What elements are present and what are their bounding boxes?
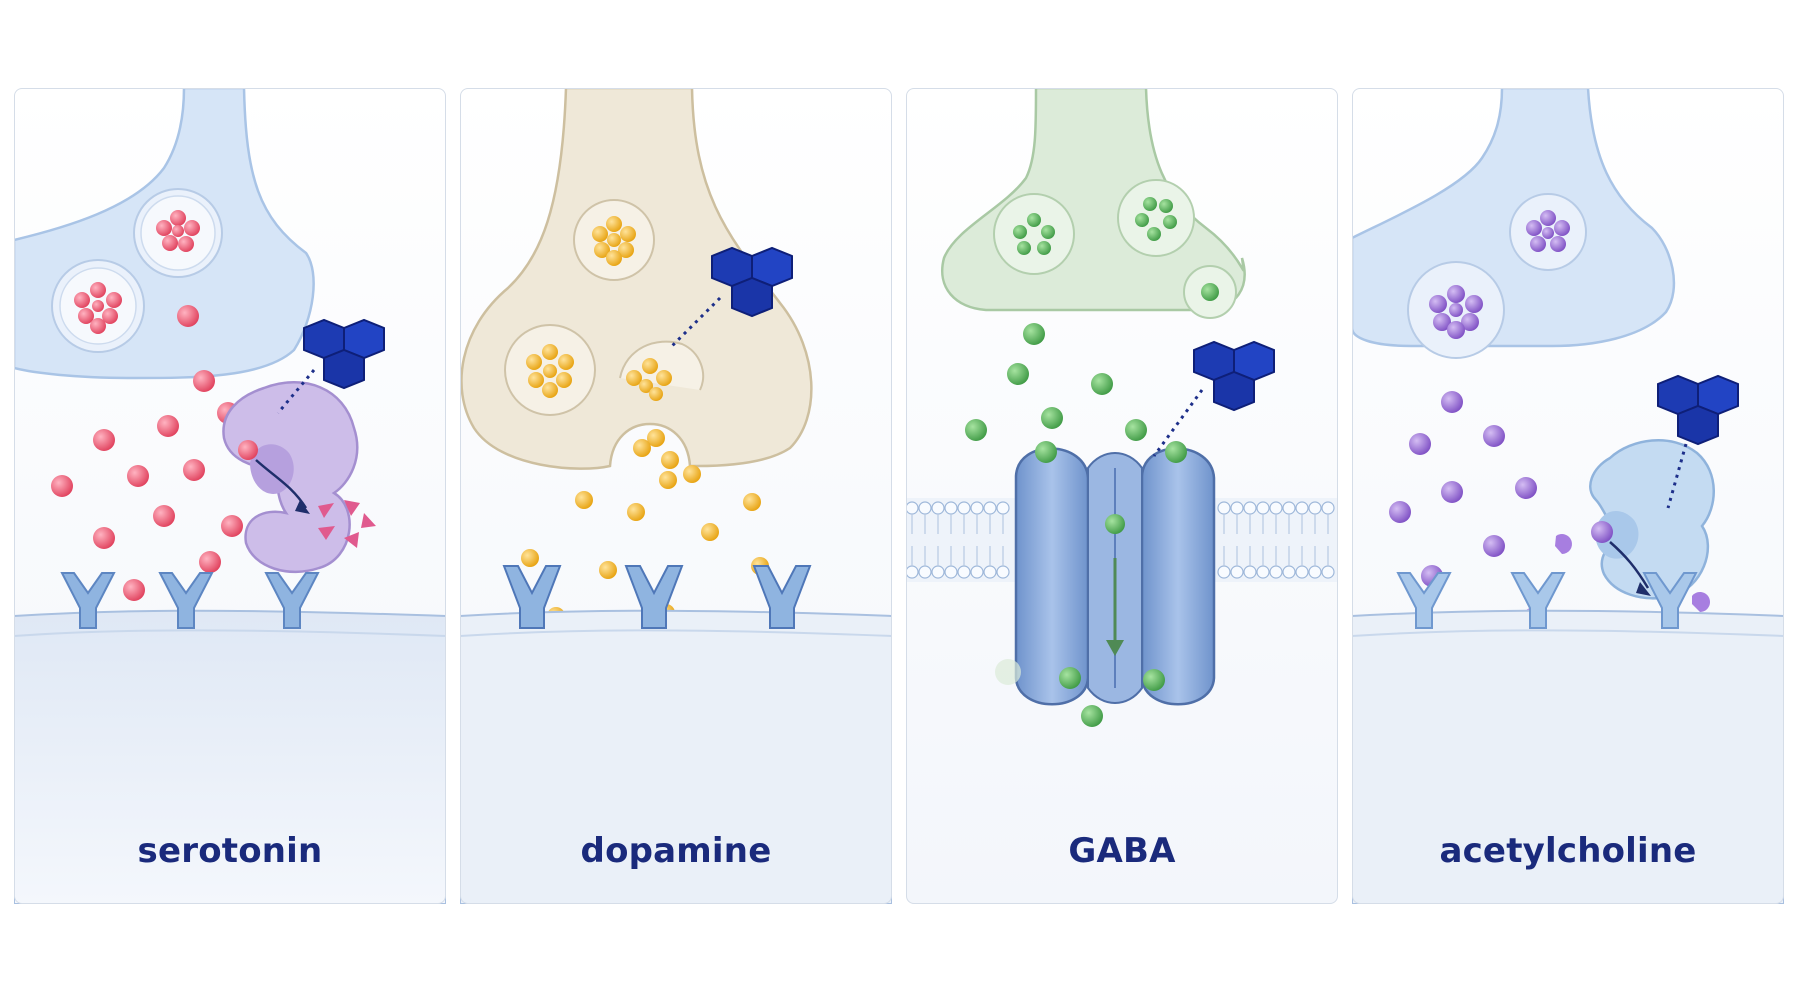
receptor [60,572,116,629]
gaba-molecule [1059,667,1165,727]
receptor [264,572,320,629]
vesicle [504,324,596,416]
serotonin-molecule [238,440,258,460]
serotonin-molecule [177,305,199,327]
panel-label: acetylcholine [1439,831,1697,871]
postsynaptic-membrane [14,609,446,904]
vesicle [1509,193,1587,271]
vesicle [573,199,655,281]
panel-serotonin: serotonin [14,88,446,904]
vesicle [993,193,1075,275]
hexagon-cluster-icon [303,318,385,390]
hexagon-cluster-icon [711,246,793,318]
receptor [158,572,214,629]
vesicle [1117,179,1195,257]
vesicle [1407,261,1505,359]
panel-label: GABA [1068,831,1176,871]
receptor [624,565,684,629]
panel-acetylcholine: acetylcholine [1352,88,1784,904]
panel-label: serotonin [137,831,323,871]
hexagon-cluster-icon [1657,374,1739,446]
enzyme [222,381,359,573]
panel-gaba: GABA [906,88,1338,904]
receptor [1510,572,1566,629]
vesicle [1183,265,1237,319]
receptor [1642,572,1698,629]
vesicle [619,340,705,401]
receptor [752,565,812,629]
vesicle [51,259,145,353]
receptor [502,565,562,629]
panel-dopamine: dopamine [460,88,892,904]
ion-channel [1014,447,1216,706]
panel-label: dopamine [580,831,772,871]
vesicle [133,188,223,278]
postsynaptic-membrane [1352,609,1784,904]
hexagon-cluster-icon [1193,340,1275,412]
receptor [1396,572,1452,629]
degraded-fragments [318,500,376,548]
reaction-arrow [255,459,308,509]
reaction-arrow [1609,541,1650,589]
gaba-molecule [965,323,1147,441]
